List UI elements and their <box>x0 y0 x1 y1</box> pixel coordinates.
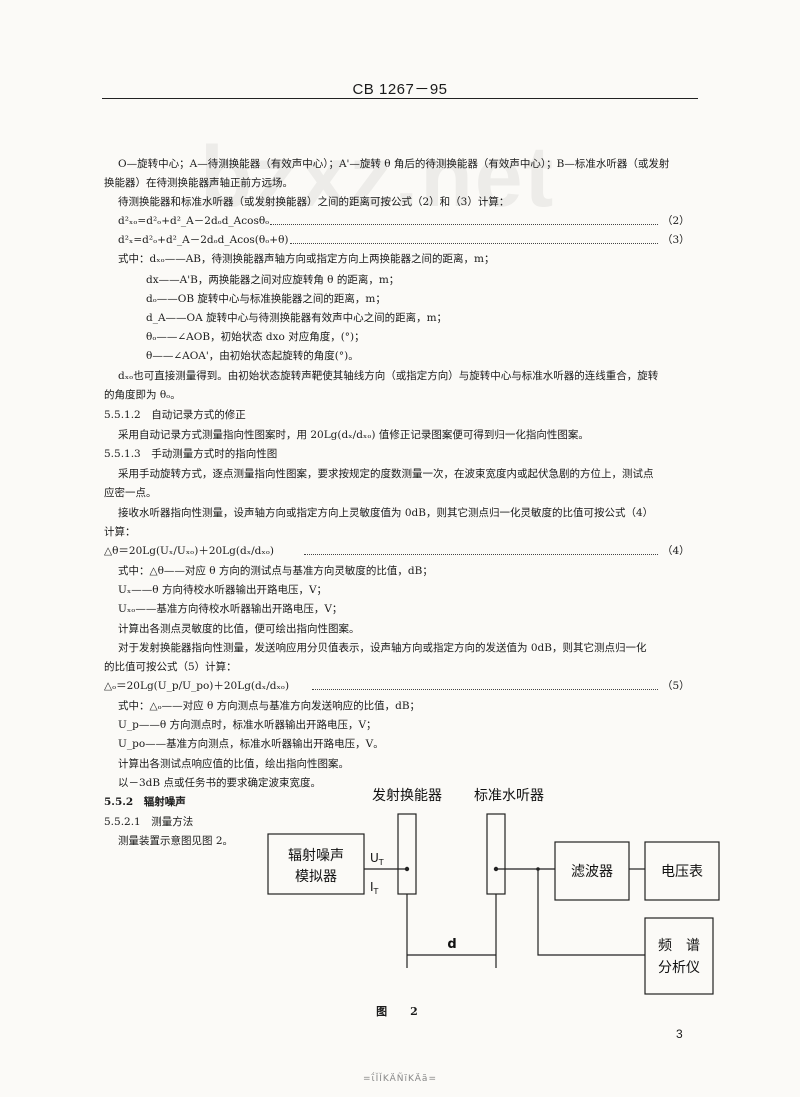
legend-line: 换能器）在待测换能器声轴正前方远场。 <box>104 177 293 189</box>
it-label: IT <box>370 880 379 896</box>
spectrum-label-2: 分析仪 <box>658 960 700 976</box>
definition-line: 式中：△ₒ——对应 θ 方向测点与基准方向发送响应的比值，dB； <box>118 700 421 712</box>
definition-line: U_p——θ 方向测点时，标准水听器输出开路电压，V； <box>118 719 377 731</box>
paragraph-line: 测量装置示意图见图 2。 <box>118 835 234 847</box>
equation-number: （4） <box>662 545 690 557</box>
page-footer: =ΐĬĬKÄÑĭKÄã= <box>363 1074 437 1084</box>
paragraph-line: 的比值可按公式（5）计算： <box>104 661 237 673</box>
definition-line: 式中：dₓₒ——AB，待测换能器声轴方向或指定方向上两换能器之间的距离，m； <box>118 253 495 265</box>
junction-dot <box>404 866 410 872</box>
paragraph-line: 接收水听器指向性测量，设声轴方向或指定方向上灵敏度值为 0dB，则其它测点归一化… <box>118 507 654 519</box>
legend-line: O—旋转中心；A—待测换能器（有效声中心）；A'—旋转 θ 角后的待测换能器（有… <box>118 158 670 170</box>
simulator-label-1: 辐射噪声 <box>288 848 344 864</box>
section-heading: 5.5.2.1 测量方法 <box>104 816 194 828</box>
filter-label: 滤波器 <box>571 864 613 880</box>
hydrophone-label: 标准水听器 <box>474 788 544 804</box>
definition-line: d_A——OA 旋转中心与待测换能器有效声中心之间的距离，m； <box>146 312 448 324</box>
leader-dots <box>290 243 658 245</box>
definition-line: θ——∠AOA'，由初始状态起旋转的角度(°)。 <box>146 350 359 362</box>
section-heading: 5.5.2 辐射噪声 <box>104 796 186 808</box>
paragraph-line: 计算： <box>104 526 136 538</box>
equation-number: （5） <box>662 680 690 692</box>
paragraph-line: 采用手动旋转方式，逐点测量指向性图案，要求按规定的度数测量一次，在波束宽度内或起… <box>118 468 654 480</box>
ut-label: UT <box>370 851 384 867</box>
figure-caption: 图 2 <box>376 1005 424 1018</box>
leader-dots <box>270 224 658 226</box>
definition-line: dₒ——OB 旋转中心与标准换能器之间的距离，m； <box>146 293 386 305</box>
watermark: bzxz.net <box>200 129 556 225</box>
definition-line: dx——A'B，两换能器之间对应旋转角 θ 的距离，m； <box>146 274 400 286</box>
paragraph-line: 以－3dB 点或任务书的要求确定波束宽度。 <box>118 777 321 789</box>
page-number: 3 <box>676 1027 683 1041</box>
junction-dot <box>493 866 499 872</box>
equation-3: d²ₓ=d²ₒ+d²_A－2dₒd_Acos(θₒ+θ) <box>118 234 289 246</box>
equation-2: d²ₓₒ=d²ₒ+d²_A－2dₒd_Acosθₒ <box>118 215 270 227</box>
simulator-label-2: 模拟器 <box>295 869 337 885</box>
paragraph-line: 计算出各测试点响应值的比值，绘出指向性图案。 <box>118 758 349 770</box>
paragraph-line: 采用自动记录方式测量指向性图案时，用 20Lg(dₓ/dₓₒ) 值修正记录图案便… <box>118 429 589 441</box>
voltmeter-label: 电压表 <box>661 864 703 880</box>
definition-line: Uₓₒ——基准方向待校水听器输出开路电压，V； <box>118 603 343 615</box>
transmitter-label: 发射换能器 <box>372 787 442 804</box>
leader-dots <box>312 689 658 691</box>
note-line: 的角度即为 θₒ。 <box>104 389 181 401</box>
paragraph-line: 计算出各测点灵敏度的比值，便可绘出指向性图案。 <box>118 623 360 635</box>
equation-number: （2） <box>662 215 690 227</box>
signal-line <box>537 869 645 956</box>
equation-4: △θ＝20Lg(Uₓ/Uₓₒ)＋20Lg(dₓ/dₓₒ) <box>104 545 274 557</box>
leader-dots <box>304 554 658 556</box>
junction-dot <box>536 867 540 871</box>
equation-number: （3） <box>662 234 690 246</box>
spectrum-analyzer-box <box>644 917 714 995</box>
paragraph-line: 对于发射换能器指向性测量，发送响应用分贝值表示，设声轴方向或指定方向的发送值为 … <box>118 642 647 654</box>
definition-line: 式中：△θ——对应 θ 方向的测试点与基准方向灵敏度的比值，dB； <box>118 565 433 577</box>
distance-label: d <box>447 937 456 952</box>
section-heading: 5.5.1.2 自动记录方式的修正 <box>104 409 246 421</box>
transmitter-box <box>397 813 417 895</box>
page-header: CB 1267－95 <box>352 81 448 98</box>
intro-text: 待测换能器和标准水听器（或发射换能器）之间的距离可按公式（2）和（3）计算： <box>118 196 510 208</box>
paragraph-line: 应密一点。 <box>104 487 157 499</box>
note-line: dₓₒ也可直接测量得到。由初始状态旋转声靶使其轴线方向（或指定方向）与旋转中心与… <box>118 370 659 382</box>
definition-line: U_po——基准方向测点，标准水听器输出开路电压，V。 <box>118 738 384 750</box>
definition-line: θₒ——∠AOB，初始状态 dxo 对应角度，(°)； <box>146 331 365 343</box>
section-heading: 5.5.1.3 手动测量方式时的指向性图 <box>104 448 278 460</box>
header-rule <box>102 98 698 99</box>
voltmeter-box <box>644 841 720 901</box>
equation-5: △ₒ＝20Lg(U_p/U_po)＋20Lg(dₓ/dₓₒ) <box>104 680 290 692</box>
noise-simulator-box <box>267 833 365 895</box>
filter-box <box>554 841 630 901</box>
spectrum-label-1: 频 谱 <box>658 938 700 954</box>
hydrophone-box <box>486 813 506 895</box>
definition-line: Uₓ——θ 方向待校水听器输出开路电压，V； <box>118 584 328 596</box>
